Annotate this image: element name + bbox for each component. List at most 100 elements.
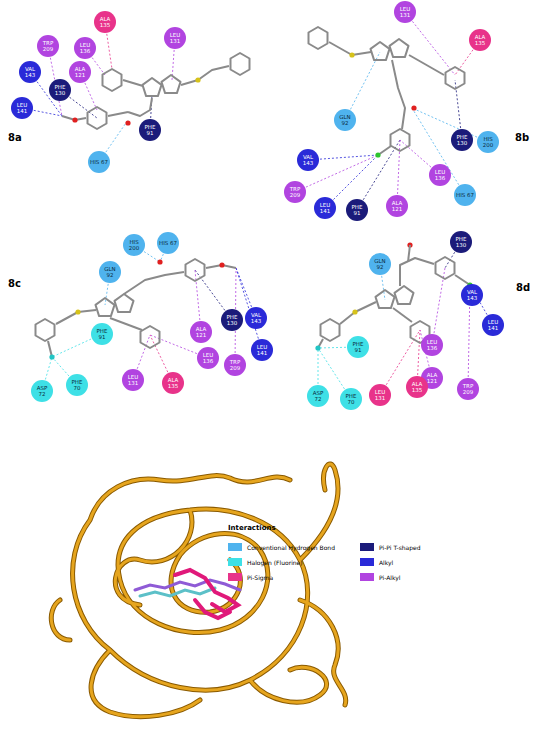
legend-entry: Halogen (Fluorine): [228, 558, 303, 566]
interaction-line: [295, 155, 378, 192]
residue-label: GLN 92: [371, 258, 389, 270]
residue-circle: PHE 91: [346, 199, 368, 221]
residue-label: ALA 135: [408, 381, 426, 393]
residue-label: LEU 136: [199, 352, 217, 364]
residue-label: TRP 209: [226, 359, 244, 371]
residue-label: HIS 67: [456, 192, 474, 198]
residue-label: PHE 91: [93, 328, 111, 340]
residue-label: PHE 130: [223, 314, 241, 326]
residue-label: LEU 141: [253, 344, 271, 356]
legend-swatch: [360, 558, 374, 566]
legend-title: Interactions: [228, 524, 276, 532]
legend-swatch: [228, 543, 242, 551]
residue-circle: PHE 91: [91, 323, 113, 345]
legend-text: Pi-Alkyl: [379, 574, 400, 581]
residue-label: LEU 136: [431, 169, 449, 181]
residue-circle: PHE 91: [139, 119, 161, 141]
residue-label: LEU 141: [13, 102, 31, 114]
residue-circle: LEU 136: [74, 37, 96, 59]
legend-text: Alkyl: [379, 559, 393, 566]
residue-label: GLN 92: [101, 266, 119, 278]
residue-circle: PHE 130: [49, 79, 71, 101]
residue-circle: LEU 141: [314, 197, 336, 219]
heterocycle-ring: [390, 39, 409, 57]
panel-label: 8c: [8, 278, 21, 289]
residue-label: LEU 131: [371, 389, 389, 401]
residue-label: LEU 136: [76, 42, 94, 54]
residue-circle: VAL 143: [19, 61, 41, 83]
residue-label: HIS 200: [479, 136, 497, 148]
residue-label: ALA 135: [96, 16, 114, 28]
interaction-line: [412, 108, 488, 142]
atom: [219, 262, 224, 267]
residue-label: PHE 130: [51, 84, 69, 96]
interaction-line: [405, 12, 455, 75]
residue-label: ASP 72: [33, 385, 51, 397]
legend-entry: Alkyl: [360, 558, 393, 566]
bond: [408, 245, 410, 262]
residue-label: TRP 209: [39, 40, 57, 52]
panel-label: 8a: [8, 132, 22, 143]
residue-label: VAL 143: [299, 154, 317, 166]
residue-circle: TRP 209: [457, 378, 479, 400]
legend-text: Halogen (Fluorine): [247, 559, 303, 566]
benzene-ring: [141, 326, 160, 348]
atom: [157, 259, 162, 264]
heterocycle-ring: [143, 78, 162, 96]
residue-label: HIS 67: [90, 159, 108, 165]
residue-label: TRP 209: [286, 186, 304, 198]
residue-circle: GLN 92: [334, 109, 356, 131]
heterocycle-ring: [162, 75, 181, 93]
residue-label: TRP 209: [459, 383, 477, 395]
bond: [409, 55, 444, 75]
bond: [124, 272, 184, 294]
residue-circle: LEU 136: [429, 164, 451, 186]
residue-circle: PHE 130: [451, 129, 473, 151]
legend-swatch: [360, 573, 374, 581]
heterocycle-ring: [376, 290, 395, 308]
residue-circle: PHE 70: [340, 388, 362, 410]
residue-label: LEU 131: [124, 374, 142, 386]
residue-label: LEU 136: [423, 339, 441, 351]
atom: [375, 152, 380, 157]
residue-circle: ALA 135: [94, 11, 116, 33]
interaction-line: [412, 108, 465, 195]
residue-label: ALA 135: [164, 377, 182, 389]
residue-circle: LEU 141: [251, 339, 273, 361]
residue-label: LEU 141: [484, 319, 502, 331]
benzene-ring: [321, 319, 340, 341]
benzene-ring: [186, 259, 205, 281]
residue-circle: LEU 131: [369, 384, 391, 406]
heterocycle-ring: [115, 294, 134, 312]
legend-text: Pi-Pi T-shaped: [379, 544, 421, 551]
residue-label: LEU 141: [316, 202, 334, 214]
residue-circle: LEU 136: [197, 347, 219, 369]
bond: [392, 60, 405, 129]
bond: [128, 98, 152, 116]
legend-swatch: [228, 558, 242, 566]
residue-circle: VAL 143: [245, 307, 267, 329]
residue-label: GLN 92: [336, 114, 354, 126]
bond: [110, 318, 142, 330]
legend-entry: Conventional Hydrogen Bond: [228, 543, 335, 551]
residue-circle: HIS 67: [454, 184, 476, 206]
residue-label: PHE 91: [141, 124, 159, 136]
legend-swatch: [360, 543, 374, 551]
residue-circle: LEU 131: [164, 27, 186, 49]
benzene-ring: [436, 257, 455, 279]
residue-circle: HIS 67: [157, 232, 179, 254]
residue-circle: TRP 209: [37, 35, 59, 57]
residue-circle: LEU 141: [482, 314, 504, 336]
bond: [340, 302, 376, 324]
residue-label: VAL 143: [463, 289, 481, 301]
residue-circle: LEU 136: [421, 334, 443, 356]
residue-label: LEU 131: [166, 32, 184, 44]
atom: [75, 309, 80, 314]
residue-label: ALA 121: [192, 326, 210, 338]
residue-circle: PHE 91: [347, 336, 369, 358]
residue-label: PHE 91: [348, 204, 366, 216]
residue-circle: ASP 72: [307, 385, 329, 407]
residue-circle: VAL 143: [461, 284, 483, 306]
residue-circle: PHE 130: [221, 309, 243, 331]
